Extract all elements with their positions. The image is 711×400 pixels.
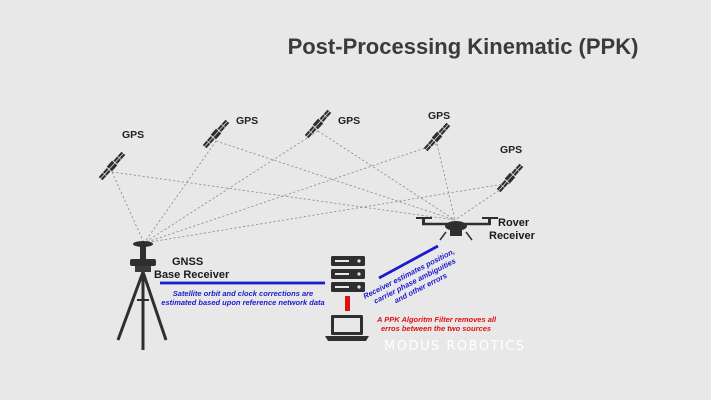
satellite-icon <box>97 150 127 182</box>
satellite-icon <box>422 121 452 153</box>
drone-icon <box>416 217 498 241</box>
beam-sat2-rover <box>215 140 456 221</box>
satellite-label: GPS <box>122 129 144 141</box>
base-label-line1: GNSS <box>172 256 203 268</box>
beam-sat1-base <box>111 171 145 244</box>
rover-label-line1: Rover <box>498 217 530 229</box>
page-title: Post-Processing Kinematic (PPK) <box>288 34 639 59</box>
filter-link <box>345 296 350 311</box>
base-note-line1: Satellite orbit and clock corrections ar… <box>173 289 313 298</box>
satellite-label: GPS <box>428 110 450 122</box>
rover-label-line2: Receiver <box>489 230 536 242</box>
satellite-icon <box>495 162 525 194</box>
rover-note: Receiver estimates position, carrier pha… <box>362 247 458 306</box>
base-label-line2: Base Receiver <box>154 269 230 281</box>
satellite-label: GPS <box>236 115 258 127</box>
beam-sat2-base <box>143 140 217 244</box>
beam-sat1-rover <box>111 171 456 221</box>
brand-watermark: MODUS ROBOTICS <box>384 339 526 354</box>
beam-sat3-rover <box>317 130 456 221</box>
satellite-label: GPS <box>338 115 360 127</box>
filter-note-line2: erros between the two sources <box>381 324 491 333</box>
beam-sat4-rover <box>436 143 456 221</box>
base-note-line2: estimated based upon reference network d… <box>161 298 324 307</box>
beam-sat3-base <box>143 130 319 244</box>
satellite-label: GPS <box>500 144 522 156</box>
rover-correction-link <box>378 244 439 280</box>
server-icon <box>331 256 365 292</box>
tripod-antenna-icon <box>116 241 168 350</box>
signal-beams <box>111 130 511 244</box>
beam-sat4-base <box>143 143 438 244</box>
satellite-icon <box>303 108 333 140</box>
filter-note-line1: A PPK Algoritm Filter removes all <box>376 315 497 324</box>
laptop-icon <box>325 315 369 341</box>
